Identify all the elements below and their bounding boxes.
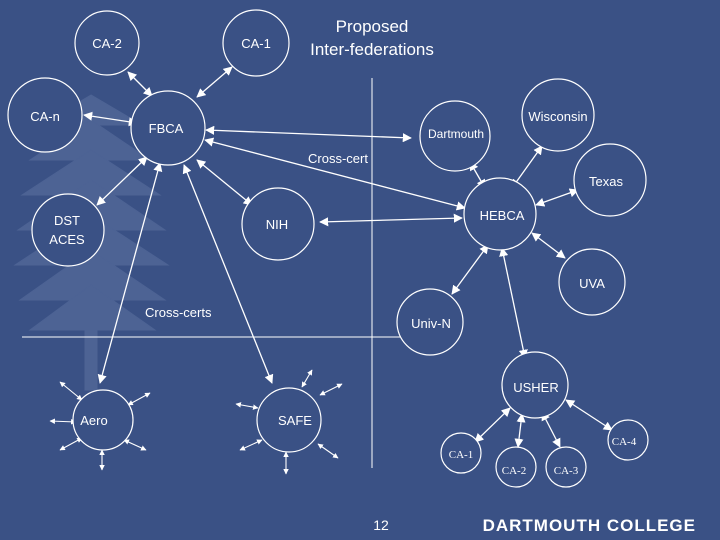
edge-usher-ca3 [541,411,561,448]
edge-can-fbca [83,111,138,127]
aero-stub-arrow [123,439,147,451]
node-nih: NIH [241,187,315,261]
node-circle [501,351,569,419]
node-label: Texas [589,174,623,189]
node-ca4-bottom: CA-4 [607,419,649,461]
node-label: Univ-N [411,316,451,331]
node-circle [72,389,134,451]
college-wordmark: DARTMOUTH COLLEGE [483,516,696,535]
node-label: Dartmouth [428,127,484,141]
node-circle [7,77,83,153]
node-circle [31,193,105,267]
safe-stub-arrow [317,443,339,459]
node-label: CA-1 [241,36,271,51]
node-circle [521,78,595,152]
node-safe: SAFE [256,387,322,453]
node-fbca: FBCA [130,90,206,166]
edge-wisconsin-hebca [511,145,543,189]
node-circle [573,143,647,217]
node-label-line-2: ACES [49,232,85,247]
node-ca3-bottom: CA-3 [545,446,587,488]
node-label: Aero [80,413,107,428]
node-ca2-top: CA-2 [74,10,140,76]
node-can: CA-n [7,77,83,153]
node-texas: Texas [573,143,647,217]
node-wisconsin: Wisconsin [521,78,595,152]
safe-stub-arrow [239,439,263,451]
edge-ca2-fbca [127,71,153,97]
edge-fbca-hebca [204,137,466,211]
node-label: CA-n [30,109,60,124]
edge-nih-hebca [319,213,463,227]
node-dst-aces: DST ACES [31,193,105,267]
safe-stub-arrow [235,402,259,410]
node-label: CA-1 [449,449,473,461]
node-label: NIH [266,217,288,232]
node-circle [396,288,464,356]
node-circle [545,446,587,488]
edge-hebca-univn [451,244,489,295]
node-circle [419,100,491,172]
node-uva: UVA [558,248,626,316]
aero-stub-arrow [59,437,83,451]
node-univn: Univ-N [396,288,464,356]
edge-hebca-usher [499,247,528,359]
node-circle [558,248,626,316]
node-circle [495,446,537,488]
node-label: Wisconsin [528,109,587,124]
edge-fbca-dartmouth [205,125,412,143]
edge-usher-ca2 [514,413,526,448]
aero-stub-arrows [49,381,151,471]
node-circle [130,90,206,166]
node-circle [463,177,537,251]
node-ca1-bottom: CA-1 [440,432,482,474]
node-circle [74,10,140,76]
node-circle [440,432,482,474]
edge-fbca-nih [196,159,253,206]
edge-hebca-uva [531,232,566,259]
edge-texas-hebca [535,188,579,207]
edge-ca1-fbca [196,66,233,98]
node-circle [256,387,322,453]
node-dartmouth: Dartmouth [419,100,491,172]
page-number: 12 [373,517,389,533]
node-aero: Aero [72,389,134,451]
node-label-line-1: DST [54,213,80,228]
aero-stub-arrow [49,418,77,425]
node-label: FBCA [149,121,184,136]
aero-stub-arrow [59,381,83,401]
safe-stub-arrows [235,369,343,475]
edge-usher-ca1 [474,407,511,443]
node-usher: USHER [501,351,569,419]
edge-usher-ca4 [565,399,613,431]
node-ca1-top: CA-1 [222,9,290,77]
node-circle [222,9,290,77]
node-hebca: HEBCA [463,177,537,251]
diagram-title-line-2: Inter-federations [310,40,434,59]
edge-fbca-aero [97,162,163,384]
node-ca2-bottom: CA-2 [495,446,537,488]
node-label: CA-3 [554,465,579,477]
node-label: UVA [579,276,605,291]
node-label: CA-2 [502,465,526,477]
edge-fbca-safe [182,164,274,384]
node-label: HEBCA [480,208,525,223]
aero-stub-arrow [127,392,151,406]
cross-certs-label: Cross-certs [145,305,212,320]
node-label: CA-2 [92,36,122,51]
node-label: CA-4 [612,436,637,448]
safe-stub-arrow [319,383,343,396]
node-circle [241,187,315,261]
safe-stub-arrow [301,369,313,388]
node-label: USHER [513,380,559,395]
node-circle [607,419,649,461]
diagram-title-line-1: Proposed [336,17,409,36]
node-label: SAFE [278,413,312,428]
cross-cert-label: Cross-cert [308,151,368,166]
